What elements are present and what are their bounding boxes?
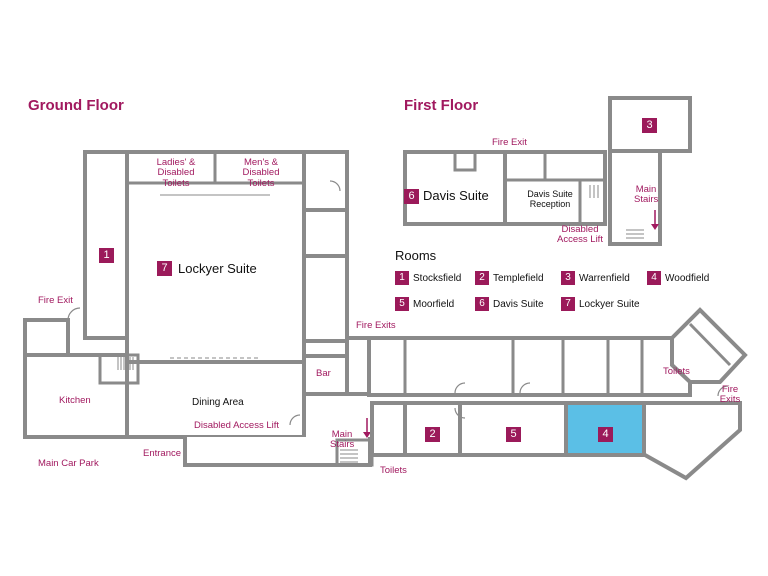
room-3-warrenfield[interactable] (608, 96, 692, 153)
first-fire-exit-label: Fire Exit (492, 137, 527, 148)
legend-item: 2 Templefield (475, 271, 544, 285)
right-fire-exits-label: Fire Exits (719, 384, 741, 406)
legend-label: Woodfield (665, 272, 710, 284)
first-lift-label: Disabled Access Lift (557, 224, 603, 246)
legend-badge: 2 (475, 271, 489, 285)
room-badge-3: 3 (642, 118, 657, 133)
right-wing-upper (367, 336, 692, 397)
room-badge-6: 6 (404, 189, 419, 204)
davis-suite-label: Davis Suite (423, 188, 489, 203)
ground-main-stairs-label: Main Stairs (330, 429, 355, 451)
corridor-link (345, 336, 371, 396)
legend-badge: 3 (561, 271, 575, 285)
ground-fire-exit-label: Fire Exit (38, 295, 73, 306)
legend-label: Stocksfield (413, 272, 462, 284)
davis-reception-label: Davis Suite Reception (527, 189, 573, 209)
side-room-lower (302, 254, 349, 343)
legend-badge: 4 (647, 271, 661, 285)
side-room-middle (302, 208, 349, 258)
first-floor-heading: First Floor (404, 97, 479, 114)
legend-item: 1 Stocksfield (395, 271, 461, 285)
ground-lift-label: Disabled Access Lift (194, 420, 280, 431)
toilets-bottom-label: Toilets (380, 465, 407, 476)
legend-title: Rooms (395, 248, 437, 263)
legend-item: 7 Lockyer Suite (561, 297, 640, 311)
first-main-stairs-label: Main Stairs (634, 184, 659, 206)
entrance-label: Entrance (143, 448, 182, 459)
legend-item: 6 Davis Suite (475, 297, 544, 311)
legend-item: 3 Warrenfield (561, 271, 630, 285)
lockyer-suite-label: Lockyer Suite (178, 261, 257, 276)
kitchen-label: Kitchen (59, 395, 91, 406)
room-badge-7: 7 (157, 261, 172, 276)
room-7-lockyer-suite[interactable] (125, 150, 306, 364)
dining-area-label: Dining Area (192, 397, 244, 408)
room-badge-1: 1 (99, 248, 114, 263)
room-badge-2: 2 (425, 427, 440, 442)
legend-badge: 7 (561, 297, 575, 311)
legend-badge: 5 (395, 297, 409, 311)
bar-room (302, 354, 349, 396)
first-floor-stairs (608, 149, 662, 246)
ground-floor-heading: Ground Floor (28, 97, 124, 114)
toilets-right-label: Toilets (663, 366, 690, 377)
legend-label: Templefield (493, 272, 544, 284)
toilets-block (670, 307, 748, 384)
bar-label: Bar (316, 368, 331, 379)
side-room-top (302, 150, 349, 212)
legend-label: Moorfield (413, 298, 455, 310)
main-car-park-label: Main Car Park (38, 458, 99, 469)
ground-fire-exits-label: Fire Exits (356, 320, 396, 331)
room-1-stocksfield[interactable] (83, 150, 129, 340)
room-badge-4: 4 (598, 427, 613, 442)
ladies-toilets-label: Ladies' & Disabled Toilets (156, 157, 196, 189)
legend-badge: 1 (395, 271, 409, 285)
legend-label: Lockyer Suite (579, 298, 640, 310)
legend-item: 5 Moorfield (395, 297, 454, 311)
legend-label: Warrenfield (579, 272, 630, 284)
legend-item: 4 Woodfield (647, 271, 709, 285)
kitchen-room[interactable] (23, 353, 129, 439)
legend-label: Davis Suite (493, 298, 544, 310)
legend-badge: 6 (475, 297, 489, 311)
fire-exit-room (23, 318, 70, 357)
mens-toilets-label: Men's & Disabled Toilets (242, 157, 280, 189)
room-badge-5: 5 (506, 427, 521, 442)
